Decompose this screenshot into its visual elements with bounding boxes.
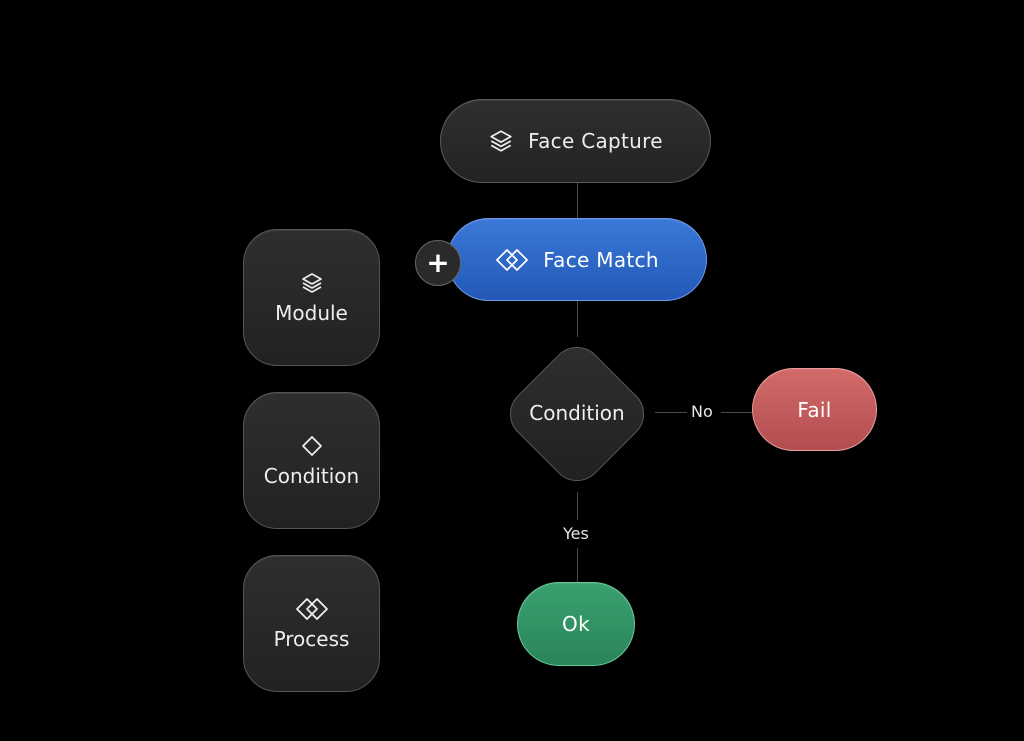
plus-icon: + [426, 246, 450, 279]
node-ok[interactable]: Ok [517, 582, 635, 666]
connector-condition-yes [577, 492, 578, 520]
palette-item-process[interactable]: Process [243, 555, 380, 692]
node-face-match-label: Face Match [543, 247, 659, 272]
palette-item-label: Process [273, 626, 350, 651]
interlocking-diamonds-icon [495, 248, 529, 272]
connector-no-fail [721, 412, 752, 413]
palette-item-module[interactable]: Module [243, 229, 380, 366]
node-face-capture-label: Face Capture [528, 129, 663, 153]
interlocking-diamonds-icon [295, 597, 329, 621]
connector-yes-ok [577, 548, 578, 582]
edge-label-no: No [687, 402, 717, 421]
layers-icon [488, 128, 514, 154]
palette-item-label: Module [275, 300, 348, 325]
connector-condition-no [655, 412, 689, 413]
connector-match-condition [577, 301, 578, 337]
connector-capture-match [577, 183, 578, 218]
palette-item-label: Condition [263, 463, 360, 488]
layers-icon [299, 271, 325, 295]
node-face-match[interactable]: Face Match [447, 218, 707, 301]
node-ok-label: Ok [562, 612, 590, 636]
node-face-capture[interactable]: Face Capture [440, 99, 711, 183]
add-node-button[interactable]: + [415, 240, 461, 286]
node-fail[interactable]: Fail [752, 368, 877, 451]
node-condition-label: Condition [529, 401, 625, 425]
node-fail-label: Fail [797, 397, 832, 422]
diamond-icon [300, 434, 324, 458]
palette-item-condition[interactable]: Condition [243, 392, 380, 529]
edge-label-yes: Yes [559, 524, 593, 543]
